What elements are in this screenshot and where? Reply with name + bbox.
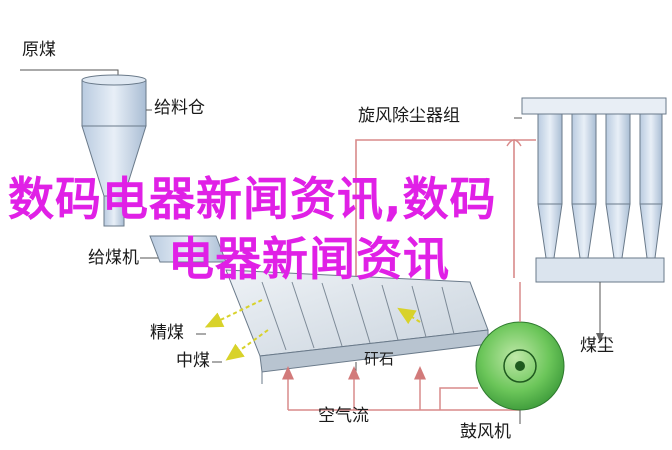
label-raw-coal: 原煤 [22, 40, 56, 60]
middlings-arrow [225, 329, 269, 361]
label-blower: 鼓风机 [460, 422, 511, 442]
label-air-flow: 空气流 [318, 406, 369, 426]
label-feed-bin: 给料仓 [154, 98, 205, 118]
label-coal-feeder: 给煤机 [88, 248, 139, 268]
label-middlings: 中煤 [176, 351, 210, 371]
label-cyclone-dust-collector: 旋风除尘器组 [358, 106, 460, 126]
label-clean-coal: 精煤 [150, 323, 184, 343]
coal-feeder [149, 235, 227, 263]
label-gangue: 矸石 [364, 350, 395, 368]
cyclone-group [521, 97, 667, 283]
separation-table [225, 269, 489, 384]
air-flow-duct [288, 387, 478, 411]
watermark-line-2: 电器新闻资讯 [168, 232, 450, 286]
label-coal-dust: 煤尘 [580, 336, 614, 356]
clean-coal-arrow [204, 299, 263, 328]
blower [475, 282, 565, 411]
watermark-line-1: 数码电器新闻资讯,数码 [8, 172, 497, 226]
cyclone-duct-top [355, 139, 515, 278]
feed-bin [81, 74, 147, 227]
